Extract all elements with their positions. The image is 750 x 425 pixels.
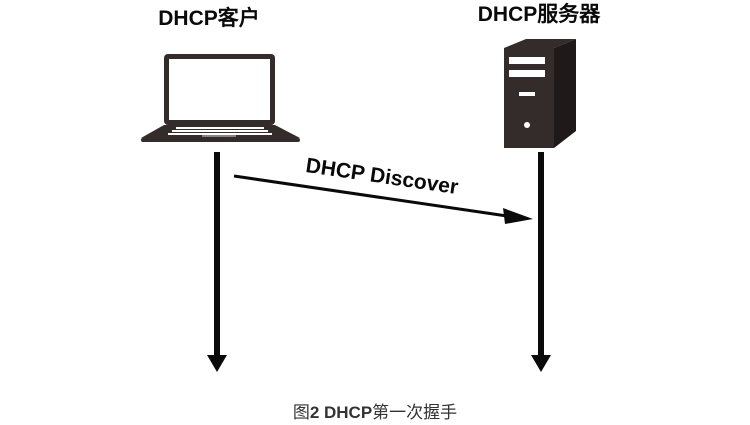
server-label: DHCP服务器: [478, 2, 602, 26]
caption-prefix: 图: [293, 403, 310, 422]
server-lifeline: [531, 152, 551, 372]
caption-number: 2 DHCP: [310, 403, 372, 422]
laptop-icon: [141, 54, 300, 142]
client-lifeline: [207, 152, 227, 372]
figure-caption: 图2 DHCP第一次握手: [293, 403, 457, 422]
message-label: DHCP Discover: [304, 154, 459, 199]
client-label: DHCP客户: [158, 6, 260, 30]
caption-suffix: 第一次握手: [372, 403, 457, 422]
discover-message-arrow: [233, 174, 533, 224]
server-tower-icon: [504, 39, 576, 148]
